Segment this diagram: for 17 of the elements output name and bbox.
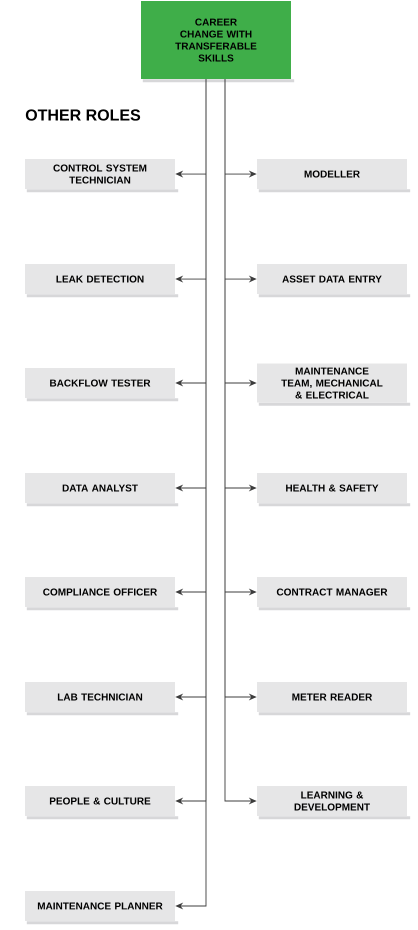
title-box: CAREER CHANGE WITH TRANSFERABLE SKILLS	[141, 1, 294, 82]
role-box: METER READER	[257, 682, 410, 716]
role-box: MAINTENANCE TEAM, MECHANICAL & ELECTRICAL	[257, 363, 410, 406]
section-heading: OTHER ROLES	[26, 109, 140, 121]
role-box: LEAK DETECTION	[25, 264, 178, 298]
role-box: MAINTENANCE PLANNER	[25, 891, 178, 924]
role-box: CONTRACT MANAGER	[257, 577, 410, 610]
role-box: PEOPLE & CULTURE	[25, 786, 178, 820]
role-box: CONTROL SYSTEM TECHNICIAN	[25, 159, 178, 192]
role-box: HEALTH & SAFETY	[257, 473, 410, 506]
role-box: MODELLER	[257, 159, 410, 192]
role-box: BACKFLOW TESTER	[25, 368, 178, 402]
role-box: LEARNING & DEVELOPMENT	[257, 786, 410, 820]
role-box: LAB TECHNICIAN	[25, 682, 178, 716]
role-box: ASSET DATA ENTRY	[257, 264, 410, 298]
role-box: COMPLIANCE OFFICER	[25, 577, 178, 610]
role-box: DATA ANALYST	[25, 473, 178, 506]
